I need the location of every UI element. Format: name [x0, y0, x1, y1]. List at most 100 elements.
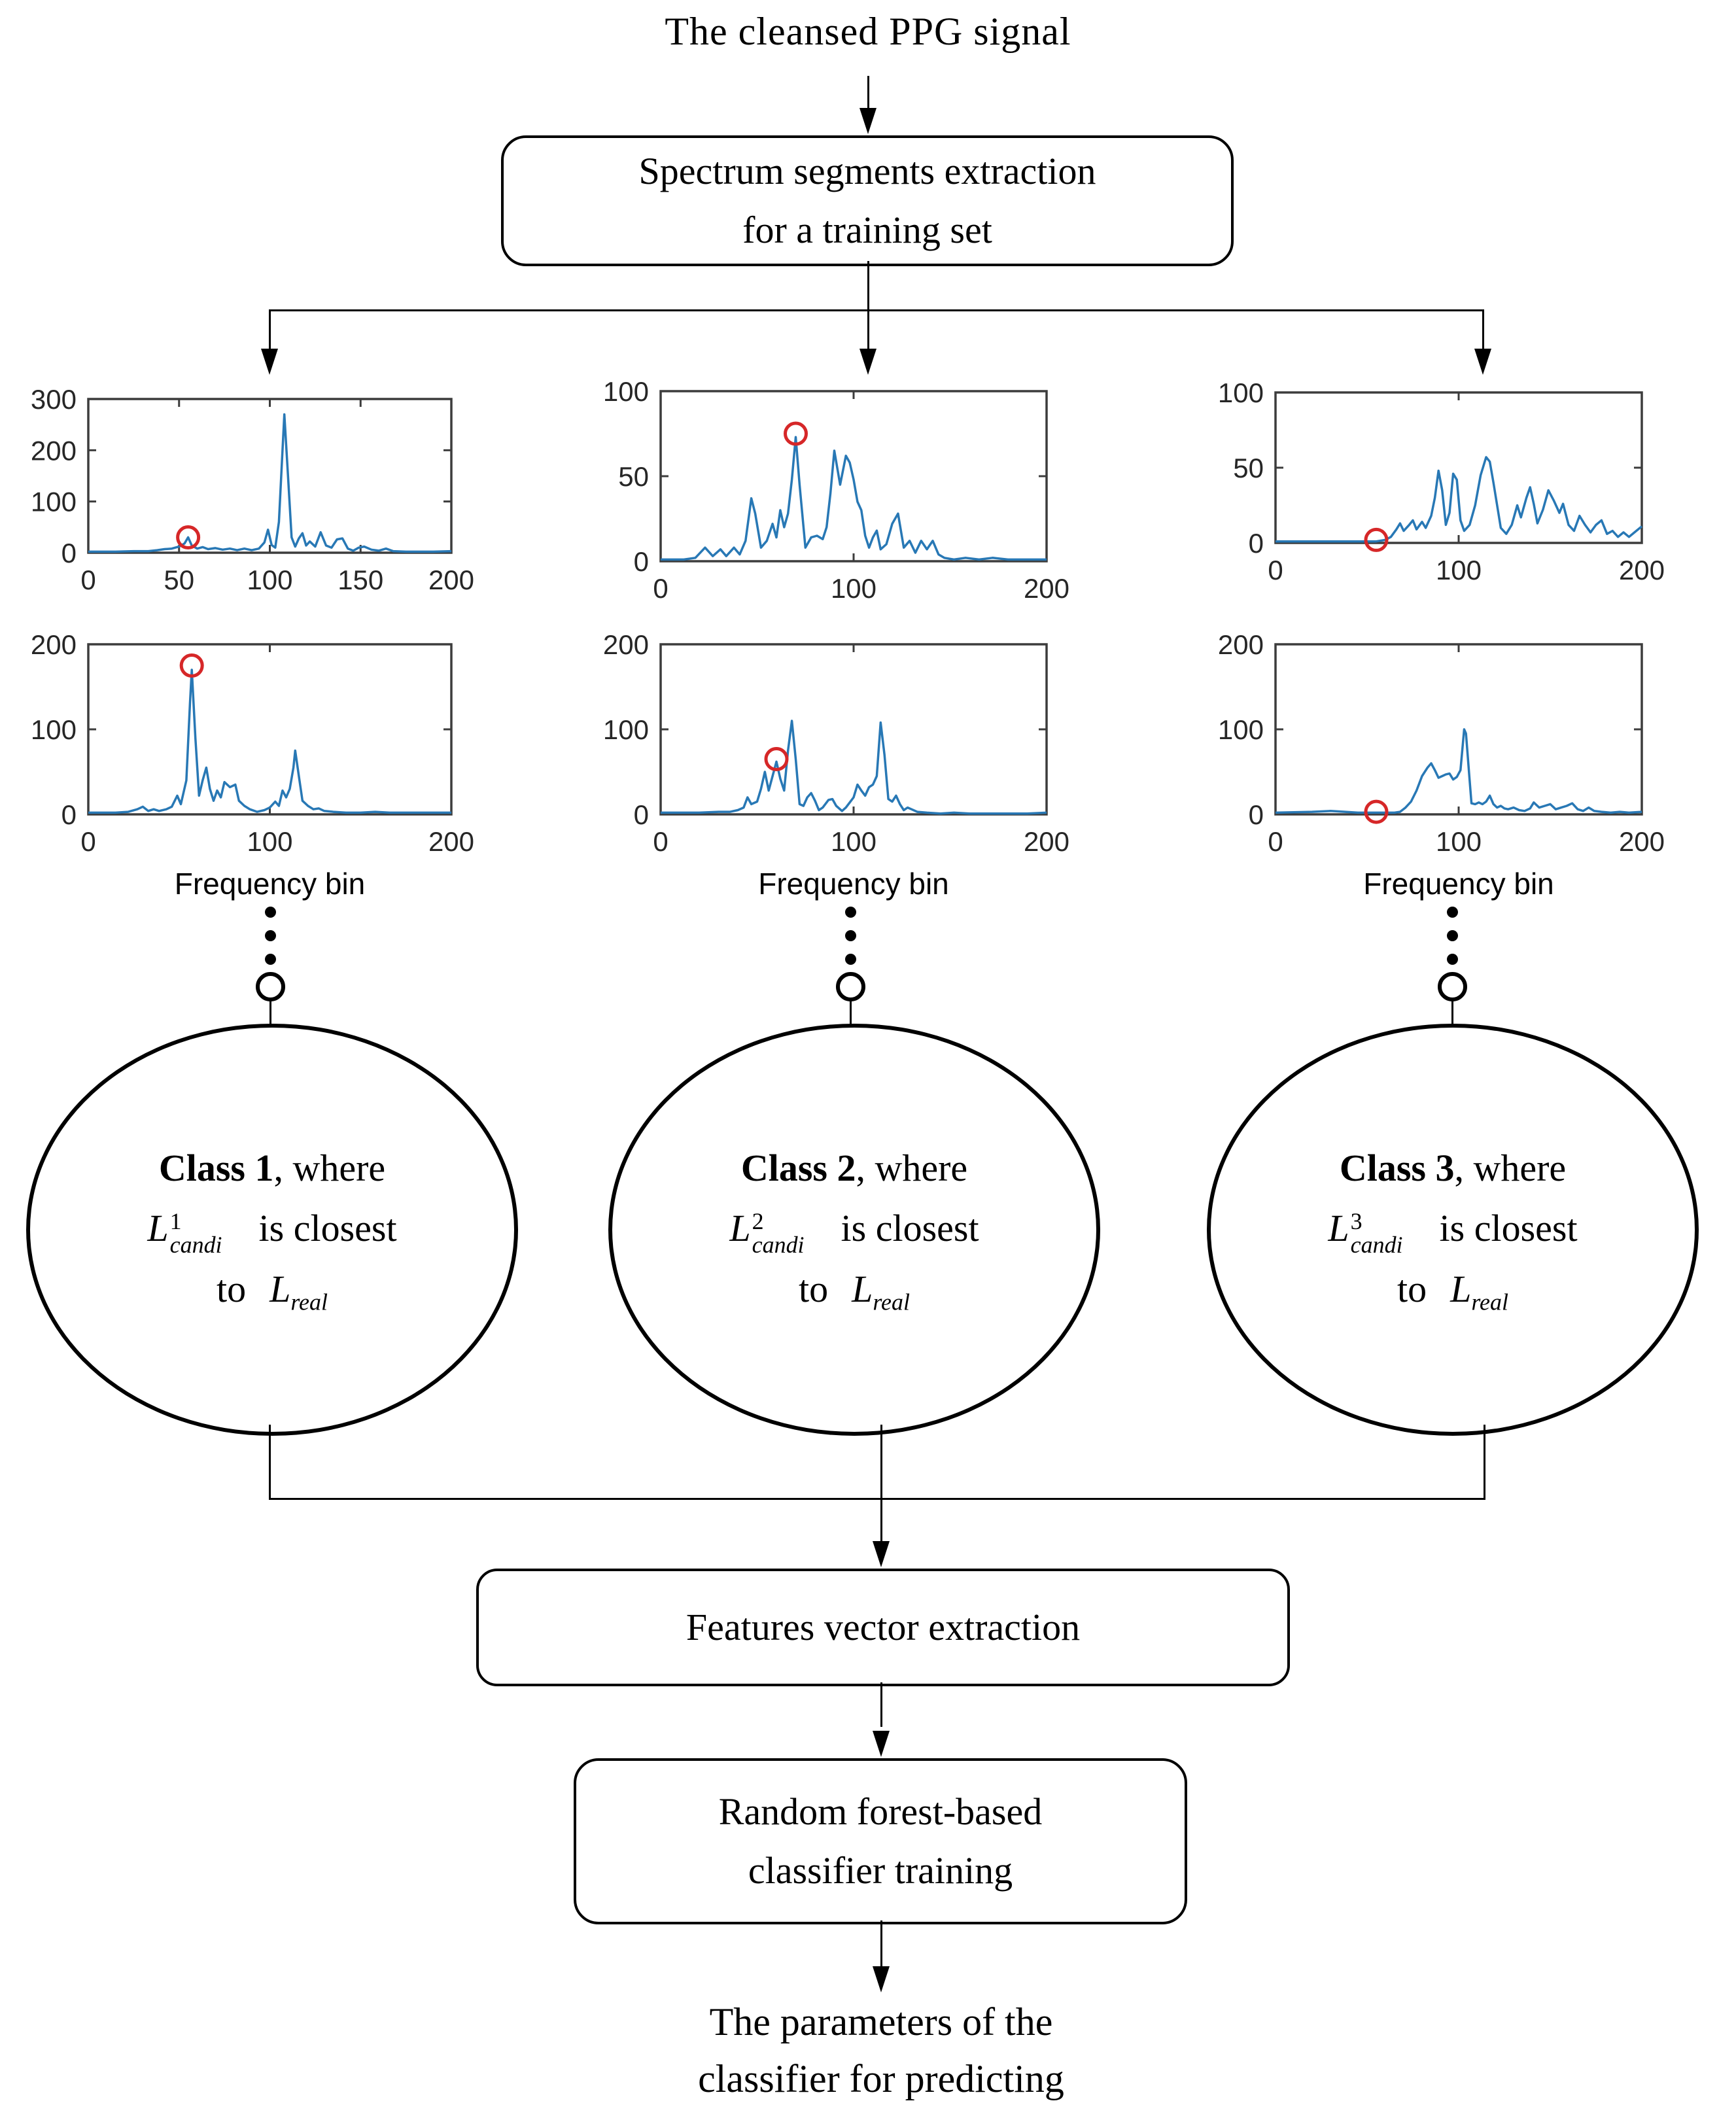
dot-icon — [845, 954, 856, 965]
dot-icon — [265, 930, 276, 941]
y-tick-label: 50 — [618, 461, 649, 492]
signal-line — [1275, 728, 1642, 814]
arrowhead-icon — [859, 349, 877, 375]
arrowhead-icon — [261, 349, 278, 375]
peak-marker-circle — [1364, 799, 1389, 824]
class-1-heading: Class 1, where — [158, 1146, 386, 1189]
l-candi-symbol: L — [729, 1207, 751, 1250]
y-tick-label: 200 — [1218, 629, 1264, 660]
y-tick-label: 300 — [31, 384, 77, 415]
arrowhead-icon — [1474, 349, 1491, 375]
y-tick-label: 200 — [31, 629, 77, 660]
branch-line-middle — [867, 309, 869, 350]
merge-stub-middle — [880, 1425, 882, 1500]
class-1-label: Class 1 — [158, 1146, 274, 1189]
x-tick-label: 50 — [164, 564, 194, 595]
flow-line-to-output — [880, 1920, 882, 1966]
y-tick-label: 100 — [31, 487, 77, 517]
plot-border — [87, 398, 453, 554]
dot-icon — [265, 954, 276, 965]
l-real-symbol: L — [852, 1268, 873, 1311]
spectrum-box-line2: for a training set — [742, 209, 992, 251]
signal-line — [661, 720, 1047, 815]
branch-line-left — [269, 309, 271, 350]
branch-horizontal-line — [269, 309, 1484, 311]
random-forest-line2: classifier training — [748, 1849, 1013, 1892]
signal-line — [661, 436, 1047, 561]
plot-border — [1274, 391, 1643, 544]
x-axis-label: Frequency bin — [175, 867, 366, 901]
l-real-symbol: L — [1450, 1268, 1472, 1311]
y-tick-label: 0 — [634, 546, 649, 577]
connector-stub — [269, 1001, 271, 1026]
flow-line-to-classifier — [880, 1682, 882, 1727]
arrowhead-icon — [873, 1541, 890, 1567]
y-tick-label: 0 — [1249, 528, 1264, 559]
output-text: The parameters of the classifier for pre… — [377, 1994, 1385, 2101]
y-tick-label: 100 — [31, 714, 77, 745]
y-tick-label: 200 — [603, 629, 649, 660]
x-tick-label: 200 — [428, 826, 474, 857]
connector-stub — [850, 1001, 852, 1026]
x-tick-label: 0 — [1268, 555, 1283, 585]
spectrum-extraction-box: Spectrum segments extraction for a train… — [501, 135, 1234, 266]
y-tick-label: 0 — [1249, 799, 1264, 830]
x-tick-label: 100 — [247, 826, 292, 857]
peak-marker-circle — [784, 421, 808, 446]
connector-stub — [1451, 1001, 1453, 1026]
dot-icon — [1447, 907, 1458, 918]
x-tick-label: 0 — [653, 826, 668, 857]
arrowhead-icon — [873, 1731, 890, 1757]
x-tick-label: 0 — [80, 564, 95, 595]
dot-icon — [265, 907, 276, 918]
signal-line — [88, 668, 451, 814]
spectrum-box-line1: Spectrum segments extraction — [638, 150, 1096, 193]
open-circle-icon — [256, 972, 285, 1001]
x-tick-label: 100 — [831, 573, 877, 604]
class-3-label: Class 3 — [1339, 1146, 1455, 1189]
x-tick-label: 100 — [831, 826, 877, 857]
features-extraction-box: Features vector extraction — [476, 1569, 1290, 1686]
random-forest-box: Random forest-based classifier training — [574, 1758, 1187, 1924]
peak-marker-circle — [179, 653, 204, 678]
random-forest-line1: Random forest-based — [718, 1790, 1043, 1833]
y-tick-label: 100 — [1218, 377, 1264, 408]
flow-line-title-to-spectrum — [867, 76, 869, 110]
l-real-symbol: L — [269, 1268, 291, 1311]
dot-icon — [845, 907, 856, 918]
output-text-line1: The parameters of the — [709, 2000, 1053, 2043]
merge-stub-right — [1484, 1425, 1485, 1500]
branch-stem-line — [867, 261, 869, 311]
x-tick-label: 0 — [1268, 826, 1283, 857]
open-circle-icon — [1438, 972, 1467, 1001]
peak-marker-circle — [764, 747, 789, 771]
peak-marker-circle — [1364, 527, 1389, 552]
x-tick-label: 200 — [1619, 555, 1665, 585]
merge-horizontal-line — [269, 1498, 1485, 1500]
y-tick-label: 0 — [61, 538, 77, 568]
y-tick-label: 0 — [61, 799, 77, 830]
x-tick-label: 200 — [1619, 826, 1665, 857]
x-tick-label: 200 — [1024, 573, 1069, 604]
dot-icon — [1447, 954, 1458, 965]
x-axis-label: Frequency bin — [758, 867, 949, 901]
y-tick-label: 50 — [1233, 453, 1264, 483]
arrowhead-icon — [873, 1966, 890, 1992]
y-tick-label: 100 — [603, 714, 649, 745]
